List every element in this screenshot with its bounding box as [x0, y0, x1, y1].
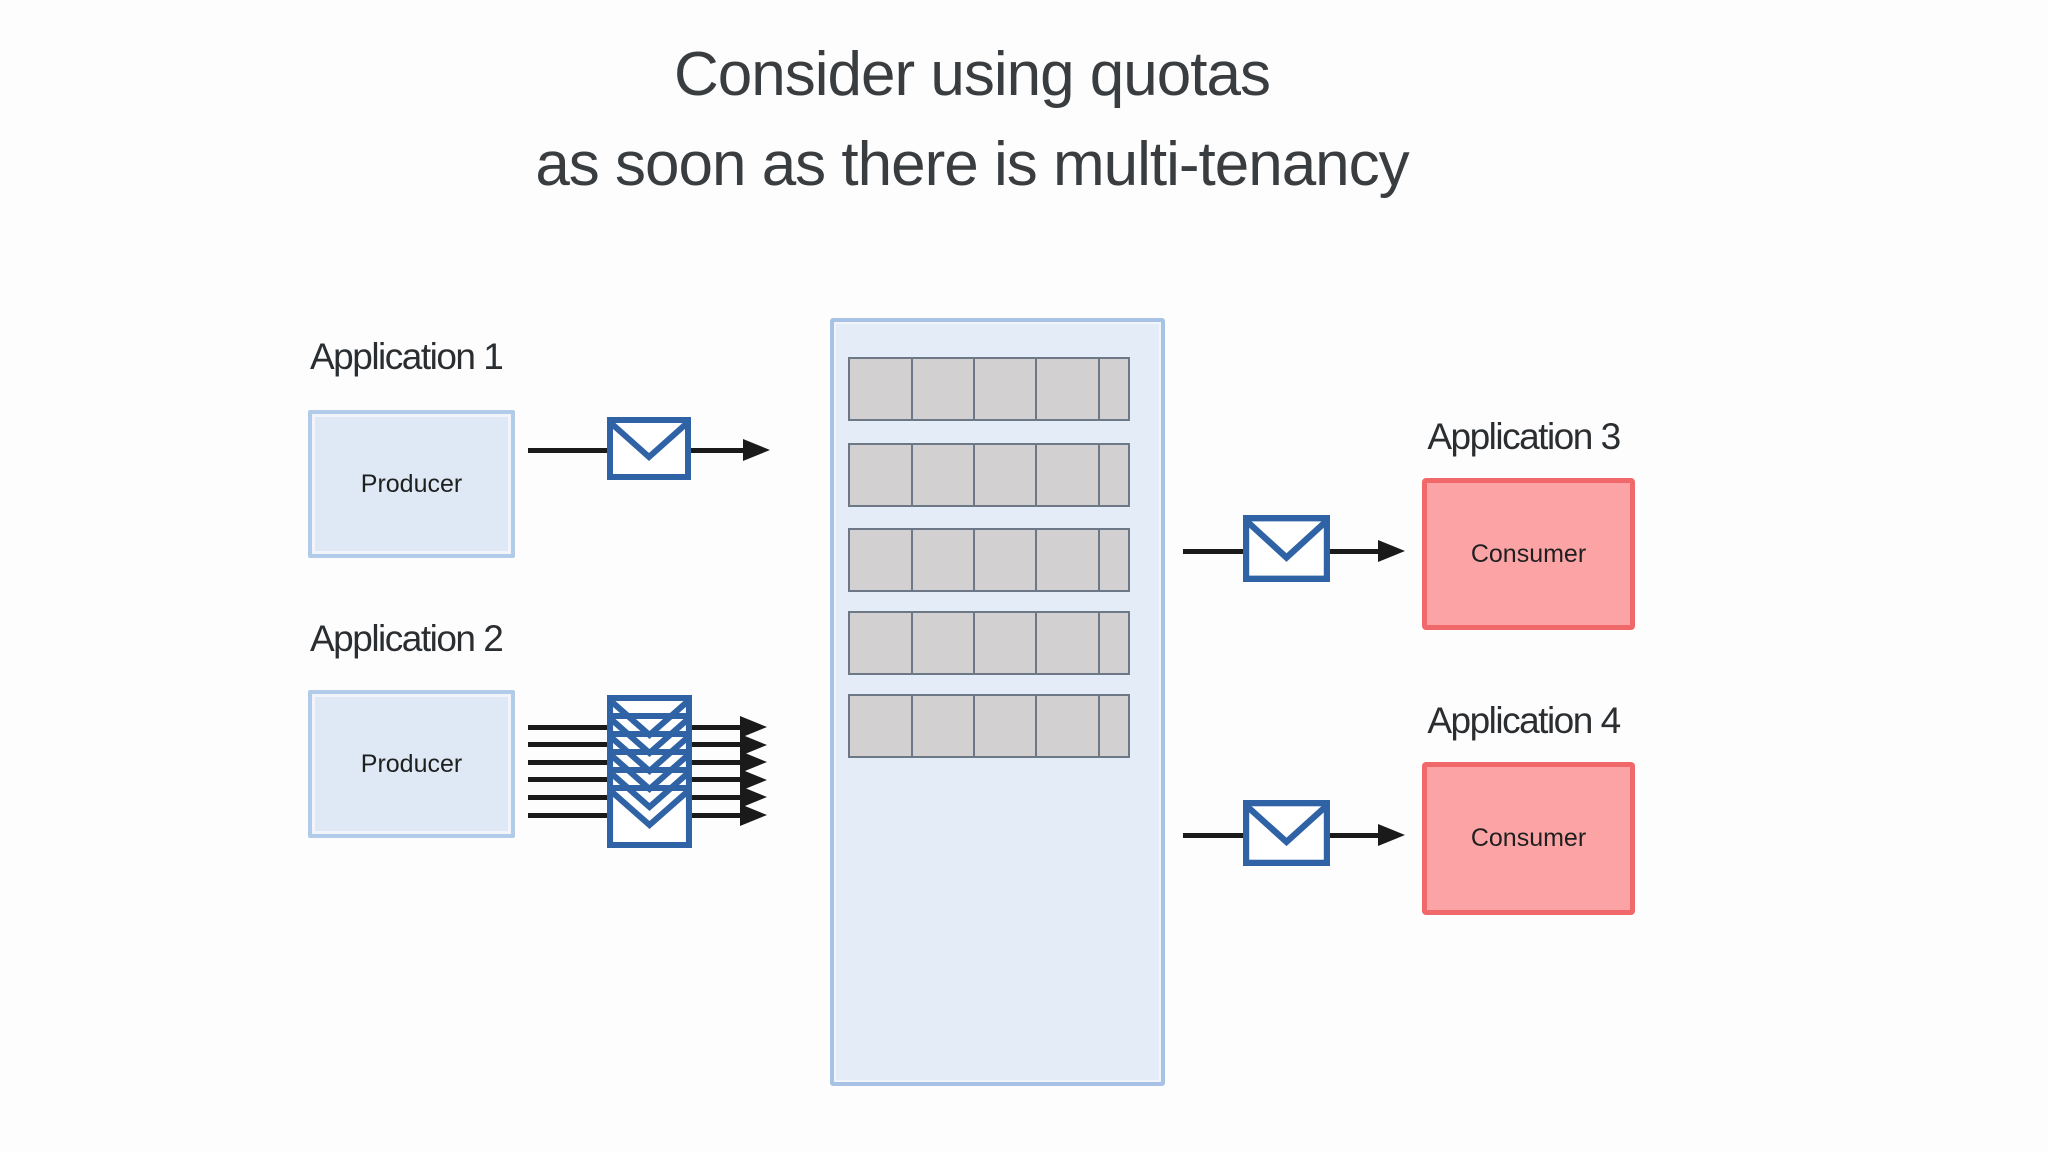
partition-segment: [1100, 445, 1128, 505]
partition-segment: [913, 613, 976, 673]
application-3-label: Application 3: [1427, 416, 1621, 457]
partition-segment: [1100, 613, 1128, 673]
producer-1-role-label: Producer: [360, 469, 463, 498]
partition-row: [848, 528, 1130, 592]
partition-segment: [1100, 530, 1128, 590]
partition-row: [848, 443, 1130, 507]
envelope-flap: [609, 735, 690, 776]
partition-segment: [913, 445, 976, 505]
partition-segment: [1037, 613, 1101, 673]
envelope-flap: [1245, 519, 1328, 562]
application-4-label: Application 4: [1427, 700, 1621, 741]
partition-segment: [913, 359, 976, 419]
arrow-head: [740, 786, 767, 809]
partition-segment: [975, 696, 1038, 756]
partition-segment: [975, 613, 1038, 673]
envelope-flap: [609, 771, 690, 812]
envelope-icon: [607, 785, 692, 848]
envelope-flap: [609, 753, 690, 794]
slide-title-line1: Consider using quotas: [674, 40, 1271, 109]
partition-segment: [975, 359, 1038, 419]
arrow-head: [743, 439, 770, 461]
slide-title-line2: as soon as there is multi-tenancy: [535, 130, 1409, 199]
partition-row: [848, 611, 1130, 675]
partition-segment: [850, 359, 914, 419]
envelope-flap: [1245, 804, 1328, 847]
partition-row: [848, 694, 1130, 758]
partition-segment: [975, 445, 1038, 505]
partition-segment: [913, 696, 976, 756]
consumer-4-box: Consumer: [1422, 762, 1635, 915]
envelope-flap: [609, 789, 690, 830]
envelope-flap: [609, 421, 689, 462]
envelope-body: [607, 417, 691, 480]
envelope-icon: [607, 417, 691, 480]
envelope-body: [1243, 515, 1330, 582]
partition-segment: [975, 530, 1038, 590]
arrow-head: [1378, 824, 1405, 846]
envelope-flap: [609, 699, 690, 740]
producer-2-box: Producer: [308, 690, 515, 838]
consumer-3-box: Consumer: [1422, 478, 1635, 630]
producer-1-box: Producer: [308, 410, 515, 558]
partition-segment: [1100, 359, 1128, 419]
partition-segment: [1100, 696, 1128, 756]
arrow-head: [740, 768, 767, 791]
partition-segment: [1037, 696, 1101, 756]
application-2-label: Application 2: [310, 618, 504, 659]
partition-segment: [1037, 445, 1101, 505]
producer-2-role-label: Producer: [360, 749, 463, 778]
partition-segment: [913, 530, 976, 590]
arrow-head: [740, 733, 767, 756]
envelope-icon: [1243, 800, 1330, 866]
consumer-4-role-label: Consumer: [1470, 824, 1587, 852]
consumer-3-role-label: Consumer: [1470, 539, 1587, 568]
application-1-label: Application 1: [310, 336, 504, 377]
arrow-head: [740, 751, 767, 774]
partition-segment: [850, 613, 914, 673]
envelope-body: [607, 785, 692, 848]
arrow-head: [740, 804, 767, 826]
partition-segment: [850, 696, 914, 756]
partition-segment: [1037, 530, 1101, 590]
partition-segment: [1037, 359, 1101, 419]
arrow-head: [740, 716, 767, 738]
partition-row: [848, 357, 1130, 421]
partition-segment: [850, 530, 914, 590]
envelope-icon: [1243, 515, 1330, 582]
arrow-head: [1378, 540, 1405, 562]
envelope-flap: [609, 717, 690, 758]
envelope-body: [1243, 800, 1330, 866]
partition-segment: [850, 445, 914, 505]
broker-box: [830, 318, 1165, 1086]
slide-title: Consider using quotas as soon as there i…: [0, 30, 1944, 210]
